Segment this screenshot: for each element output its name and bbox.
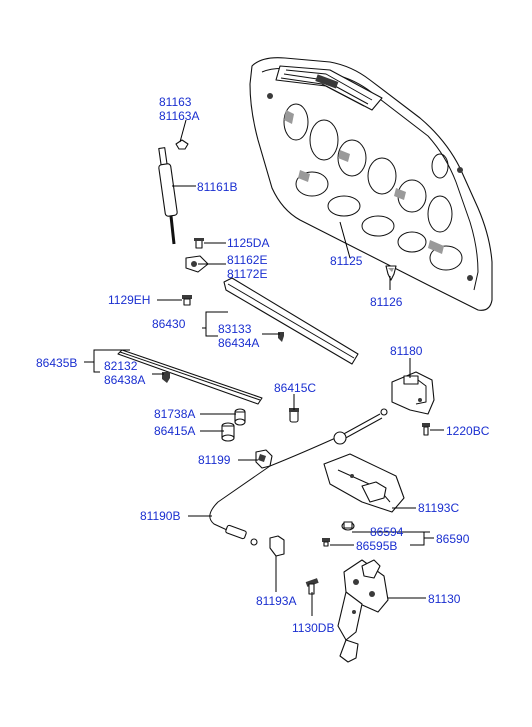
label-81193c: 81193C xyxy=(418,501,459,515)
bolt-1129eh xyxy=(182,295,192,306)
hood-weatherstrip xyxy=(223,277,359,365)
label-1130db: 1130DB xyxy=(292,621,334,635)
gas-lift-strut xyxy=(158,139,209,273)
release-handle xyxy=(269,535,285,557)
bolt-1220bc xyxy=(422,423,430,436)
label-81161b: 81161B xyxy=(197,180,237,194)
label-81199: 81199 xyxy=(198,453,231,467)
bolt-86595b xyxy=(322,538,330,547)
label-86435b: 86435B xyxy=(36,356,77,370)
label-86415a: 86415A xyxy=(154,424,195,438)
label-82132: 82132 xyxy=(104,359,138,373)
label-81193a: 81193A xyxy=(256,594,296,608)
bumper-stop-86415a xyxy=(221,422,235,442)
label-81130: 81130 xyxy=(428,592,461,606)
overslam-bumper-81738a xyxy=(234,408,246,426)
label-83133: 83133 xyxy=(218,322,252,336)
label-81180: 81180 xyxy=(390,344,423,358)
front-seal-strip xyxy=(117,349,263,405)
bolt-86594 xyxy=(341,521,355,531)
label-81163: 81163 xyxy=(159,95,192,109)
label-86430: 86430 xyxy=(152,317,186,331)
label-81738a: 81738A xyxy=(154,407,195,421)
latch-bracket-81180 xyxy=(391,371,435,415)
label-86590: 86590 xyxy=(436,532,470,546)
label-81125: 81125 xyxy=(330,254,363,268)
grommet-81126 xyxy=(385,265,397,281)
label-81190b: 81190B xyxy=(140,509,180,523)
label-1220bc: 1220BC xyxy=(446,424,490,438)
label-81163a: 81163A xyxy=(159,109,199,123)
label-86595b: 86595B xyxy=(356,539,397,553)
latch-cover-81193c xyxy=(323,453,405,513)
leader-lines xyxy=(84,119,444,616)
label-86438a: 86438A xyxy=(104,373,145,387)
label-86415c: 86415C xyxy=(274,381,316,395)
label-86434a: 86434A xyxy=(218,336,259,350)
part-labels: 81163 81163A 81161B 1125DA 81162E 81172E… xyxy=(36,95,490,635)
label-81162e: 81162E xyxy=(227,253,267,267)
label-1129eh: 1129EH xyxy=(108,293,150,307)
bolt-1130db xyxy=(305,578,319,595)
label-81172e: 81172E xyxy=(227,267,267,281)
release-cable xyxy=(209,408,388,546)
clip-86438a xyxy=(162,372,170,383)
label-1125da: 1125DA xyxy=(227,236,269,250)
bumper-stop-86415c xyxy=(289,408,299,423)
hood-panel xyxy=(249,57,493,311)
label-86594: 86594 xyxy=(370,525,404,539)
hood-latch-81130 xyxy=(337,559,389,663)
label-81126: 81126 xyxy=(370,295,403,309)
